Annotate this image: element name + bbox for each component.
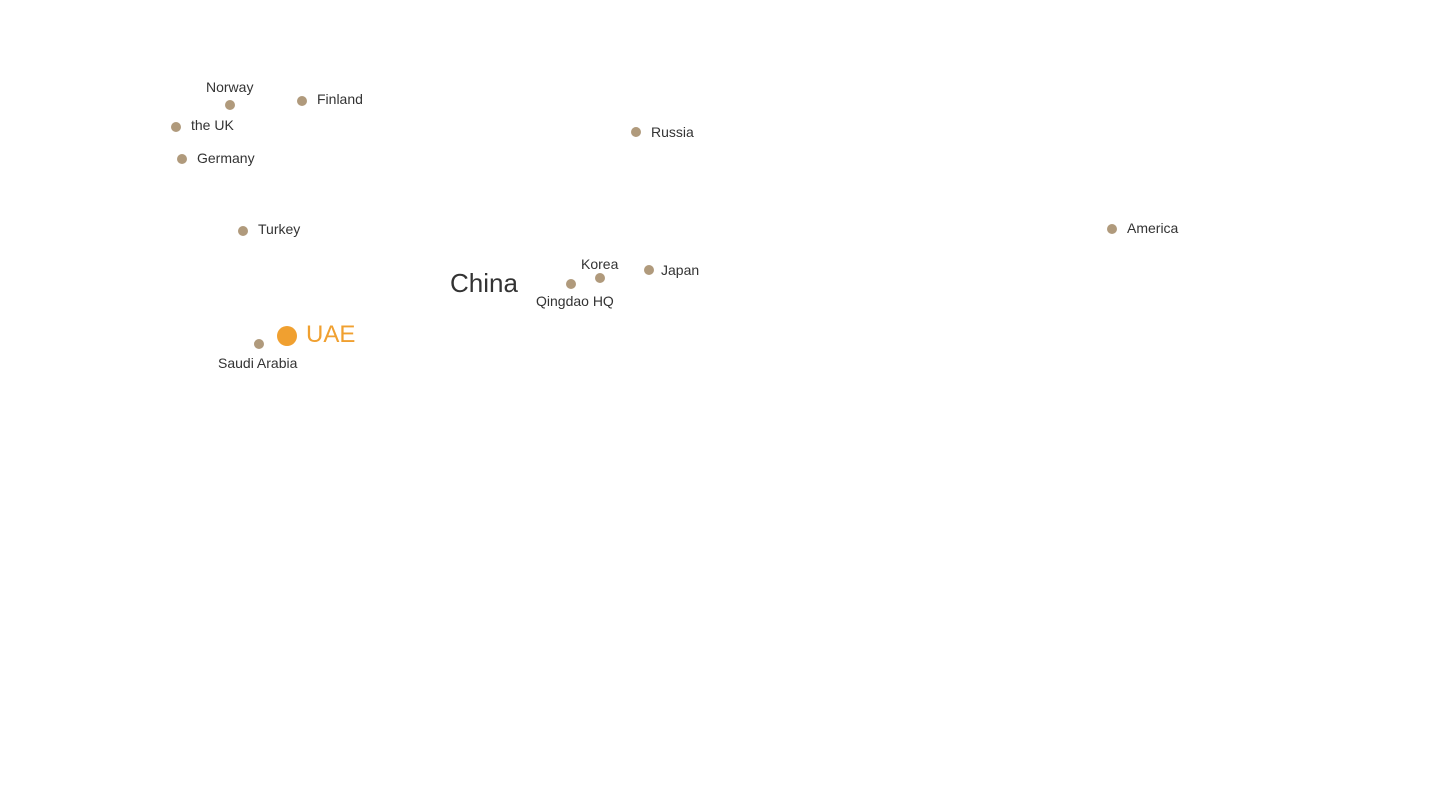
location-dot-japan[interactable] — [644, 265, 654, 275]
location-dot-qingdao-hq[interactable] — [566, 279, 576, 289]
location-label-saudi-arabia: Saudi Arabia — [218, 355, 298, 371]
location-label-the-uk: the UK — [191, 117, 234, 133]
location-dot-germany[interactable] — [177, 154, 187, 164]
location-label-finland: Finland — [317, 91, 363, 107]
location-dot-america[interactable] — [1107, 224, 1117, 234]
location-label-norway: Norway — [206, 79, 254, 95]
location-dot-the-uk[interactable] — [171, 122, 181, 132]
location-label-korea: Korea — [581, 256, 619, 272]
location-label-america: America — [1127, 220, 1179, 236]
location-label-germany: Germany — [197, 150, 255, 166]
location-label-japan: Japan — [661, 262, 700, 278]
location-dot-korea[interactable] — [595, 273, 605, 283]
location-dot-finland[interactable] — [297, 96, 307, 106]
location-dot-russia[interactable] — [631, 127, 641, 137]
highlight-location-dot-icon[interactable] — [277, 326, 297, 346]
location-dot-norway[interactable] — [225, 100, 235, 110]
location-dot-saudi-arabia[interactable] — [254, 339, 264, 349]
country-label-china: China — [450, 268, 518, 298]
location-label-uae: UAE — [306, 321, 356, 348]
location-label-qingdao-hq: Qingdao HQ — [536, 293, 614, 309]
location-label-russia: Russia — [651, 124, 694, 140]
location-label-turkey: Turkey — [258, 221, 301, 237]
location-dot-turkey[interactable] — [238, 226, 248, 236]
